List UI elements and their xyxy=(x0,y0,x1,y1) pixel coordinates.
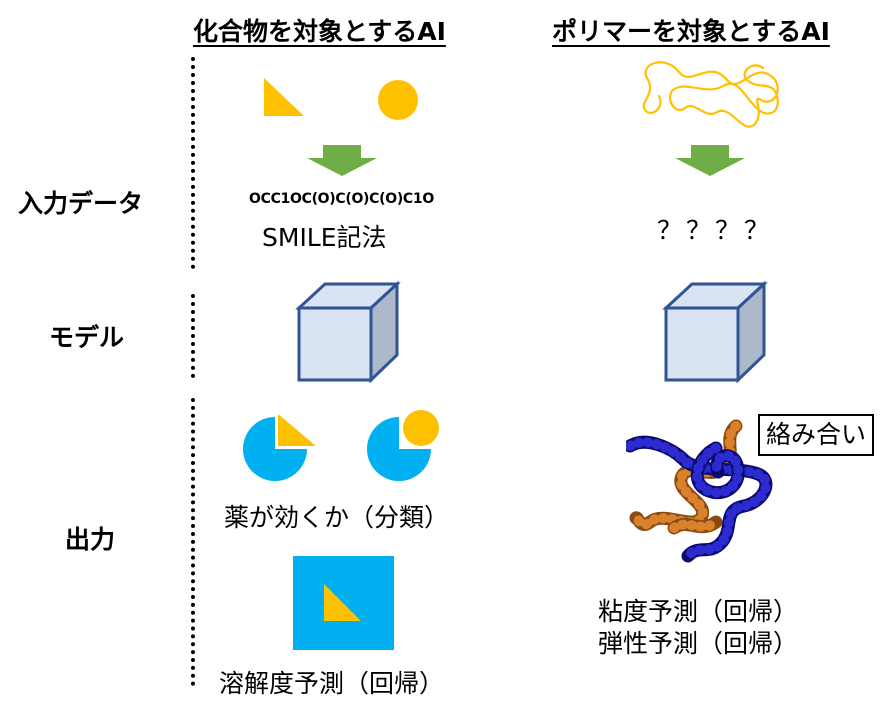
pie-circle-icon xyxy=(367,410,439,481)
unknown-input-text: ？？？？ xyxy=(657,216,774,245)
classification-output-label: 薬が効くか（分類） xyxy=(224,503,450,532)
down-arrow-icon xyxy=(307,145,377,176)
regression-output-label: 溶解度予測（回帰） xyxy=(219,669,445,698)
polymer-ai-header: ポリマーを対象とするAI xyxy=(552,17,830,46)
smiles-string: OCC1OC(O)C(O)C(O)C1O xyxy=(249,191,434,207)
separator-input xyxy=(191,57,195,269)
separator-output xyxy=(191,398,195,686)
compound-ai-header: 化合物を対象とするAI xyxy=(193,17,446,46)
separator-model xyxy=(191,294,195,378)
square-triangle-icon xyxy=(293,556,394,650)
entanglement-callout: 絡み合い xyxy=(758,414,875,456)
row-label-input-data: 入力データ xyxy=(18,189,144,218)
model-cube-icon xyxy=(662,281,768,383)
circle-molecule-icon xyxy=(378,80,418,120)
triangle-molecule-icon xyxy=(264,78,304,116)
model-cube-icon xyxy=(295,281,401,383)
smile-notation-label: SMILE記法 xyxy=(262,223,387,252)
elasticity-output-label: 弾性予測（回帰） xyxy=(598,629,799,658)
viscosity-output-label: 粘度予測（回帰） xyxy=(598,597,799,626)
entangled-polymer-icon xyxy=(626,419,773,563)
row-label-model: モデル xyxy=(49,323,125,352)
polymer-chain-icon xyxy=(642,61,779,128)
pie-triangle-icon xyxy=(243,414,316,481)
row-label-output: 出力 xyxy=(65,525,116,554)
down-arrow-icon xyxy=(675,145,745,176)
